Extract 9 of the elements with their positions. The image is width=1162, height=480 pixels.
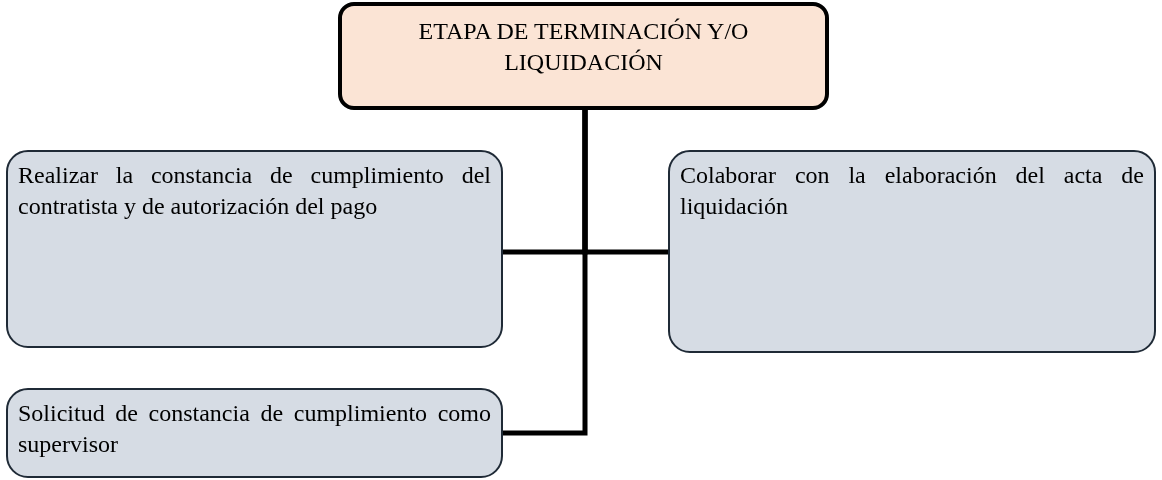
task-text: Realizar la constancia de cumplimiento del contratista y de autorización del pago xyxy=(18,161,491,222)
task-box xyxy=(6,388,503,478)
task-box xyxy=(6,150,503,348)
task-box xyxy=(668,150,1156,353)
connector-line xyxy=(503,110,588,436)
task-text: Solicitud de constancia de cumplimiento como supervisor xyxy=(18,399,491,460)
title-box xyxy=(338,2,829,110)
task-text: Colaborar con la elaboración del acta de liquidación xyxy=(680,161,1144,222)
stage-heading: ETAPA DE TERMINACIÓN Y/O LIQUIDACIÓN xyxy=(417,17,750,78)
